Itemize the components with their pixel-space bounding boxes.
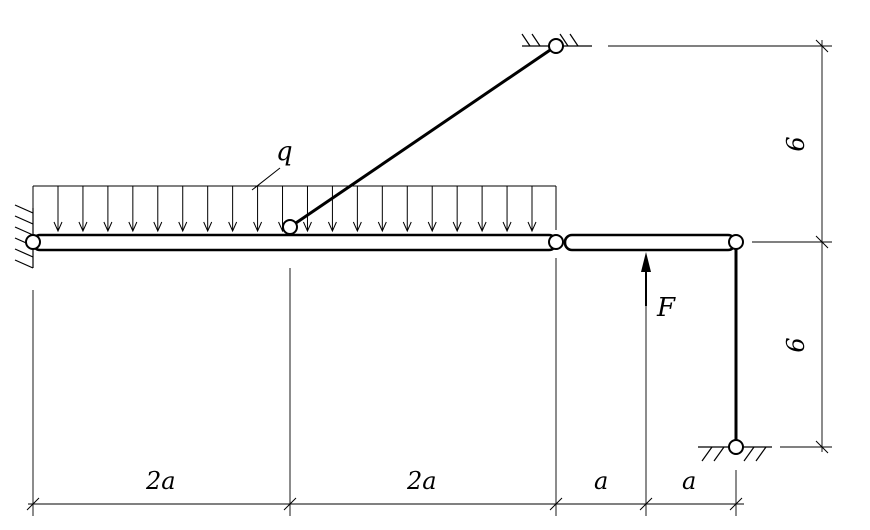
load-arrow-head <box>253 221 263 233</box>
dim-label-6-bottom: 6 <box>782 337 810 352</box>
hinge-beam-column <box>728 234 744 250</box>
horizontal-dimension-ticks <box>26 497 743 511</box>
load-arrow-head <box>327 221 337 233</box>
load-arrow-head <box>402 221 412 233</box>
beam-left <box>31 233 558 252</box>
load-arrow-head <box>502 221 512 233</box>
dim-label-6-top: 6 <box>782 136 810 151</box>
vertical-dimension-ticks <box>815 39 829 454</box>
load-arrow-head <box>103 221 113 233</box>
load-arrow-head <box>228 221 238 233</box>
load-label-leader <box>251 167 281 191</box>
load-arrow-head <box>527 221 537 233</box>
load-arrow-head <box>352 221 362 233</box>
load-arrow-head <box>303 221 312 233</box>
load-arrow-head <box>53 221 63 233</box>
hinge-beam-joint <box>548 234 564 250</box>
dim-label-2a-left: 2a <box>145 467 176 495</box>
force-label: F <box>656 293 676 323</box>
dim-label-a-first: a <box>594 467 608 495</box>
load-arrow-head <box>427 221 437 233</box>
load-arrow-head <box>78 221 88 233</box>
load-arrow-head <box>128 221 138 233</box>
inclined-strut <box>289 44 557 229</box>
hinge-bottom-support <box>728 439 744 455</box>
load-arrow-head <box>452 221 462 233</box>
beam-right <box>563 233 737 252</box>
load-label: q <box>276 137 293 167</box>
vertical-extension-lines <box>608 45 832 448</box>
distributed-load <box>32 185 557 230</box>
load-arrow-head <box>203 221 213 233</box>
dim-label-2a-right: 2a <box>406 467 437 495</box>
load-arrow-head <box>153 221 163 233</box>
load-arrow-head <box>178 221 188 233</box>
load-arrow-head <box>377 221 387 233</box>
hinge-left-wall <box>25 234 41 250</box>
hinge-top-support <box>548 38 564 54</box>
horizontal-extension-lines <box>32 258 737 516</box>
load-arrows <box>53 186 537 233</box>
dim-label-a-second: a <box>682 467 696 495</box>
force-arrow-head <box>641 252 651 272</box>
hinge-strut-beam <box>282 219 298 235</box>
load-arrow-head <box>477 221 487 233</box>
